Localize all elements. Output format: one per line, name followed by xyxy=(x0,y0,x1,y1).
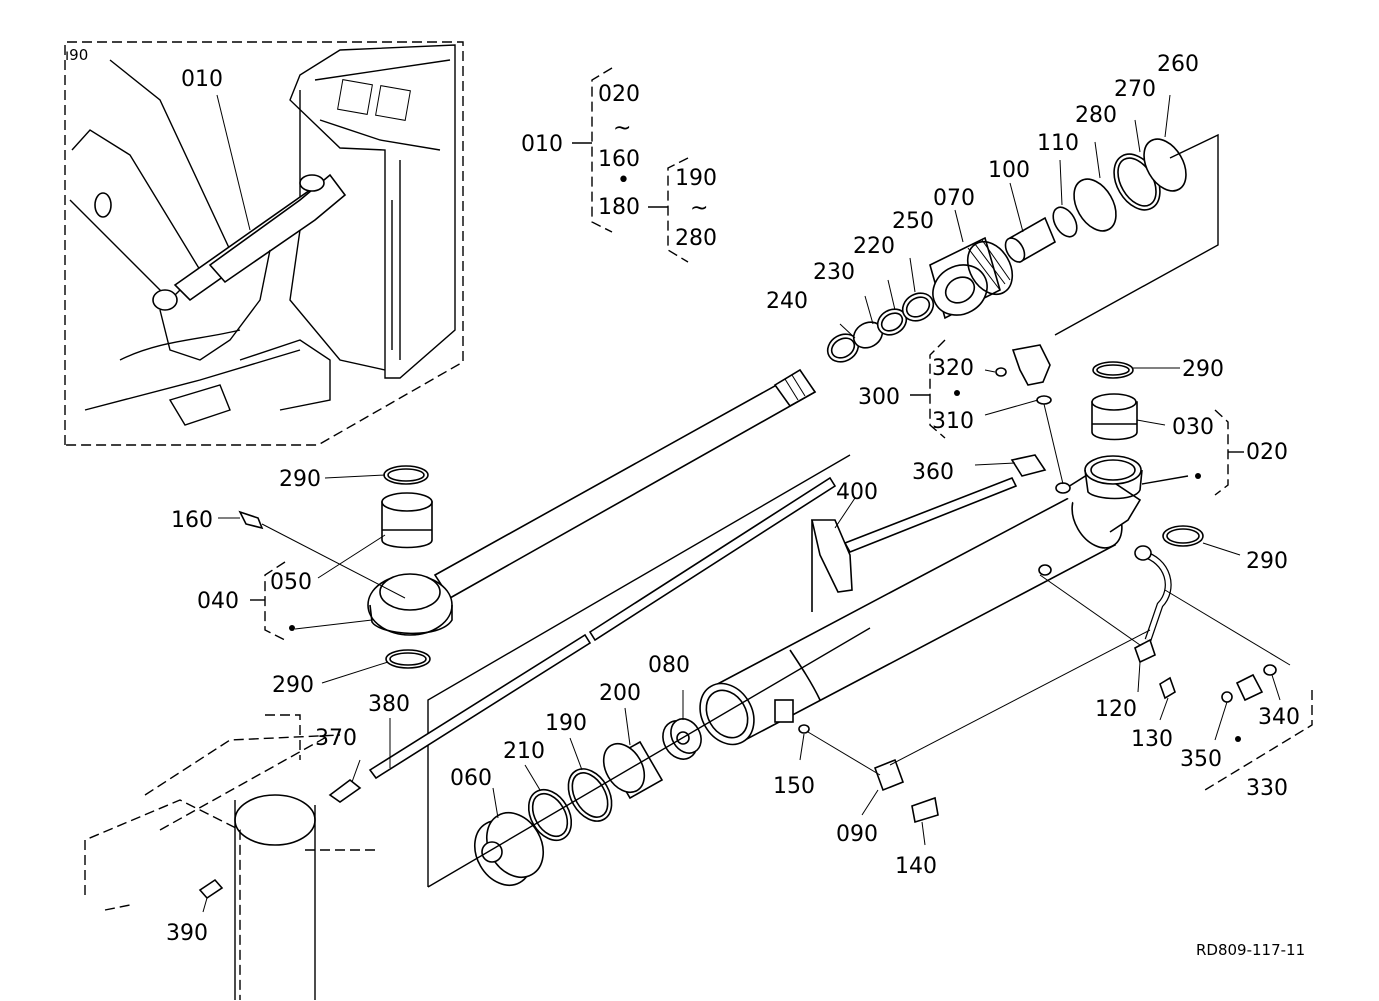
callout-330: 330 xyxy=(1246,776,1288,801)
callout-290-lower-left: 290 xyxy=(272,673,314,698)
callout-230: 230 xyxy=(813,260,855,285)
callout-350: 350 xyxy=(1180,747,1222,772)
callout-340: 340 xyxy=(1258,705,1300,730)
callout-400: 400 xyxy=(836,480,878,505)
callout-260: 260 xyxy=(1157,52,1199,77)
callout-090: 090 xyxy=(836,822,878,847)
callout-220: 220 xyxy=(853,234,895,259)
callout-010-inset: 010 xyxy=(181,67,223,92)
callout-290-right: 290 xyxy=(1246,549,1288,574)
callout-150: 150 xyxy=(773,774,815,799)
callout-030: 030 xyxy=(1172,415,1214,440)
callout-380: 380 xyxy=(368,692,410,717)
callout-290-upper-left: 290 xyxy=(279,467,321,492)
callout-130: 130 xyxy=(1131,727,1173,752)
leader-lines xyxy=(202,94,1281,913)
range-tilde-2: ~ xyxy=(690,196,708,221)
callout-060: 060 xyxy=(450,766,492,791)
machine-frame-lower-left xyxy=(84,714,375,1000)
callout-120: 120 xyxy=(1095,697,1137,722)
cylinder-tube xyxy=(699,361,1204,746)
callout-070: 070 xyxy=(933,186,975,211)
callout-300: 300 xyxy=(858,385,900,410)
range-bracket-main xyxy=(572,67,689,263)
assembly-dots xyxy=(289,390,1241,742)
callout-040: 040 xyxy=(197,589,239,614)
callout-180: 180 xyxy=(598,195,640,220)
callout-210: 210 xyxy=(503,739,545,764)
callout-160: 160 xyxy=(171,508,213,533)
callout-280: 280 xyxy=(1075,103,1117,128)
callout-140: 140 xyxy=(895,854,937,879)
hoses-fittings xyxy=(198,344,1313,900)
callout-370: 370 xyxy=(315,726,357,751)
callout-270: 270 xyxy=(1114,77,1156,102)
callout-250: 250 xyxy=(892,209,934,234)
callout-010: 010 xyxy=(521,132,563,157)
callout-050: 050 xyxy=(270,570,312,595)
range-dot: • xyxy=(617,168,630,193)
callout-390: 390 xyxy=(166,921,208,946)
callout-280-range: 280 xyxy=(675,226,717,251)
inset-machine-view: ı90 xyxy=(64,41,464,446)
inset-note: ı90 xyxy=(65,46,88,64)
diagram-code: RD809-117-11 xyxy=(1196,941,1305,959)
callout-240: 240 xyxy=(766,289,808,314)
piston-rod-assembly xyxy=(238,368,817,669)
callout-320: 320 xyxy=(932,356,974,381)
rod-seals xyxy=(826,133,1219,363)
callout-190: 190 xyxy=(545,711,587,736)
callout-020: 020 xyxy=(1246,440,1288,465)
assembly-brackets xyxy=(250,339,1244,641)
range-tilde-1: ~ xyxy=(613,116,631,141)
callout-080: 080 xyxy=(648,653,690,678)
callout-020-range: 020 xyxy=(598,82,640,107)
callout-200: 200 xyxy=(599,681,641,706)
callout-100: 100 xyxy=(988,158,1030,183)
callout-360: 360 xyxy=(912,460,954,485)
callout-190-range: 190 xyxy=(675,166,717,191)
callout-310: 310 xyxy=(932,409,974,434)
callout-labels: 010 010 020 ~ 160 • 180 190 ~ 280 260 27… xyxy=(166,52,1305,959)
callout-290-top-right: 290 xyxy=(1182,357,1224,382)
piston-parts xyxy=(427,454,871,888)
callout-160-range: 160 xyxy=(598,147,640,172)
callout-110: 110 xyxy=(1037,131,1079,156)
